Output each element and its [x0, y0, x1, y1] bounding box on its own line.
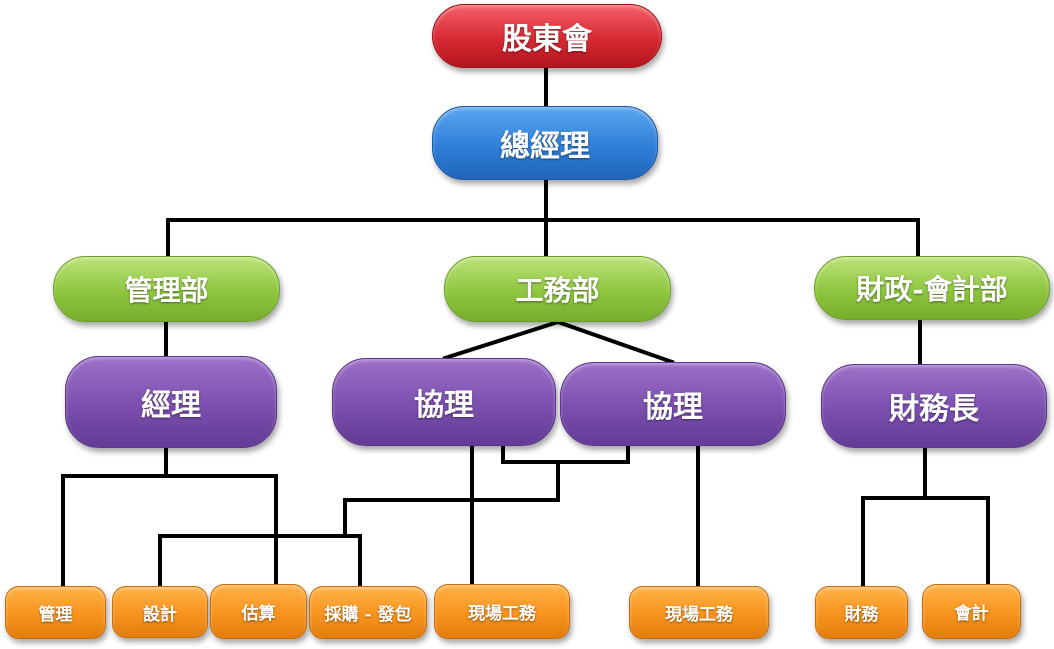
node-shareholders[interactable]: 股東會: [432, 4, 662, 68]
node-unit-site-works-1[interactable]: 現場工務: [434, 584, 570, 639]
connector-assistant-link: [501, 444, 630, 464]
node-label: 協理: [414, 388, 474, 423]
node-label: 管理: [38, 605, 73, 625]
node-general-manager[interactable]: 總經理: [432, 106, 658, 180]
connector-eng-assistant2: [555, 319, 675, 365]
connector-cfo-accounting: [923, 496, 990, 586]
node-finance-accounting-dept[interactable]: 財政-會計部: [814, 256, 1050, 320]
node-label: 估算: [241, 604, 276, 624]
node-unit-accounting[interactable]: 會計: [922, 584, 1021, 639]
connector-assistant-to-purchasing: [343, 460, 560, 536]
node-engineering-dept[interactable]: 工務部: [444, 256, 671, 322]
node-assistant-manager-2[interactable]: 協理: [560, 362, 786, 446]
node-unit-design[interactable]: 設計: [112, 586, 208, 638]
connector-cfo-bus: [861, 446, 927, 588]
connector-eng-assistant1: [442, 319, 561, 361]
node-manager[interactable]: 經理: [65, 356, 277, 448]
node-label: 財務: [844, 605, 879, 625]
node-admin-dept[interactable]: 管理部: [53, 256, 280, 322]
node-label: 設計: [143, 604, 177, 625]
node-unit-management[interactable]: 管理: [5, 586, 106, 639]
connector-manager-estimate: [164, 474, 278, 586]
node-assistant-manager-1[interactable]: 協理: [332, 358, 556, 446]
connector-purchasing-bus: [158, 534, 362, 588]
node-label: 總經理: [500, 129, 590, 164]
node-label: 管理部: [124, 274, 209, 307]
node-label: 協理: [643, 390, 703, 425]
node-unit-finance[interactable]: 財務: [815, 586, 908, 639]
node-unit-estimation[interactable]: 估算: [210, 584, 307, 639]
connector-manager-bus: [61, 446, 168, 588]
node-label: 財政-會計部: [856, 273, 1008, 306]
node-cfo[interactable]: 財務長: [821, 364, 1047, 448]
node-label: 經理: [141, 388, 201, 423]
node-label: 工務部: [515, 274, 600, 307]
node-unit-purchasing-contracting[interactable]: 採購 - 發包: [309, 586, 427, 639]
node-unit-site-works-2[interactable]: 現場工務: [629, 586, 769, 639]
node-label: 採購 - 發包: [324, 605, 412, 625]
node-label: 現場工務: [665, 605, 733, 625]
node-label: 會計: [954, 604, 989, 624]
node-label: 股東會: [502, 22, 592, 57]
node-label: 現場工務: [468, 604, 536, 624]
connector-dept-bus: [166, 218, 920, 258]
node-label: 財務長: [889, 392, 979, 427]
